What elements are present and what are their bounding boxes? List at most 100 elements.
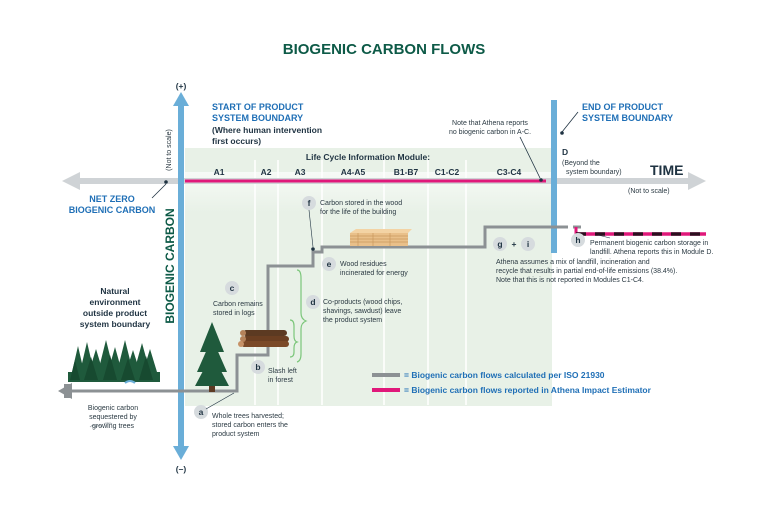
biogenic-carbon-axis bbox=[173, 92, 189, 460]
iso21930-flow-line bbox=[70, 225, 560, 393]
natural-env-line2: environment bbox=[89, 297, 140, 307]
bird-icons bbox=[89, 422, 113, 428]
sequestered-label: Biogenic carbon sequestered by growing t… bbox=[88, 405, 138, 430]
time-not-to-scale: (Not to scale) bbox=[628, 188, 670, 195]
step-d-text: Co-products (wood chips, shavings, sawdu… bbox=[323, 299, 402, 324]
step-d-line2: shavings, sawdust) leave bbox=[323, 308, 401, 315]
time-axis-left-arrowhead bbox=[62, 172, 80, 190]
legend: = Biogenic carbon flows calculated per I… bbox=[372, 370, 652, 395]
step-f-dot bbox=[311, 247, 315, 251]
step-h-leader bbox=[597, 234, 611, 239]
step-d-badge bbox=[306, 295, 320, 309]
athena-note-leader bbox=[519, 136, 541, 179]
time-label: TIME bbox=[650, 162, 683, 178]
step-a-badge bbox=[194, 405, 208, 419]
sequestered-line1: Biogenic carbon bbox=[88, 405, 138, 412]
athena-note-dot bbox=[539, 178, 543, 182]
step-g-letter: g bbox=[497, 239, 502, 249]
axis-plus-label: (+) bbox=[176, 81, 187, 91]
step-a-line3: product system bbox=[212, 431, 260, 438]
end-boundary-line2: SYSTEM BOUNDARY bbox=[582, 113, 673, 123]
step-h-line1: Permanent biogenic carbon storage in bbox=[590, 240, 708, 247]
step-c-badge bbox=[225, 281, 239, 295]
vertical-not-to-scale: (Not to scale) bbox=[166, 129, 173, 171]
brace-d bbox=[296, 269, 308, 363]
step-a-letter: a bbox=[199, 407, 204, 417]
step-a-leader bbox=[205, 392, 235, 410]
natural-env-line1: Natural bbox=[100, 286, 129, 296]
module-label-a4-a5: A4-A5 bbox=[341, 167, 366, 177]
module-labels: A1 A2 A3 A4-A5 B1-B7 C1-C2 C3-C4 bbox=[214, 167, 522, 177]
step-b-badge bbox=[251, 360, 265, 374]
step-b-line1: Slash left bbox=[268, 368, 297, 375]
end-boundary-dot bbox=[560, 131, 564, 135]
vertical-axis-label: BIOGENIC CARBON bbox=[163, 208, 177, 323]
step-a-text: Whole trees harvested; stored carbon ent… bbox=[212, 413, 288, 438]
end-boundary-leader bbox=[561, 111, 579, 133]
step-h-badge bbox=[571, 233, 585, 247]
athena-mix-line2: recycle that results in partial end-of-l… bbox=[496, 268, 677, 275]
step-g-badge bbox=[493, 237, 507, 251]
net-zero-label-line2: BIOGENIC CARBON bbox=[69, 205, 156, 215]
start-boundary-line1: START OF PRODUCT bbox=[212, 102, 304, 112]
module-label-c3-c4: C3-C4 bbox=[497, 167, 522, 177]
step-d-line1: Co-products (wood chips, bbox=[323, 299, 402, 306]
module-d-note1: (Beyond the bbox=[562, 160, 600, 167]
step-d-line3: the product system bbox=[323, 317, 382, 324]
start-boundary-label: START OF PRODUCT SYSTEM BOUNDARY (Where … bbox=[212, 102, 322, 146]
vertical-axis-top-arrowhead bbox=[173, 92, 189, 106]
sequestered-line3: growing trees bbox=[92, 423, 135, 430]
step-i-badge bbox=[521, 237, 535, 251]
athena-note-line2: no biogenic carbon in A-C. bbox=[449, 129, 531, 136]
athena-mix-text: Athena assumes a mix of landfill, incine… bbox=[496, 259, 677, 284]
module-label-d: D bbox=[562, 147, 568, 157]
step-a-line1: Whole trees harvested; bbox=[212, 413, 284, 420]
step-h-line2: landfill. Athena reports this in Module … bbox=[590, 249, 713, 256]
legend-text-iso: = Biogenic carbon flows calculated per I… bbox=[404, 370, 605, 380]
step-e-badge bbox=[322, 257, 336, 271]
athena-mix-line1: Athena assumes a mix of landfill, incine… bbox=[496, 259, 650, 266]
step-e-line1: Wood residues bbox=[340, 261, 387, 268]
module-label-a2: A2 bbox=[261, 167, 272, 177]
sequestration-arrow-tail bbox=[64, 384, 70, 398]
vertical-axis-bottom-arrowhead bbox=[173, 446, 189, 460]
step-b-line2: in forest bbox=[268, 377, 293, 384]
step-b-letter: b bbox=[255, 362, 260, 372]
start-boundary-note1: (Where human intervention bbox=[212, 125, 322, 135]
time-axis-right-arrowhead bbox=[688, 172, 706, 190]
legend-text-athena: = Biogenic carbon flows reported in Athe… bbox=[404, 385, 652, 395]
step-h-letter: h bbox=[575, 235, 580, 245]
module-dividers bbox=[254, 160, 467, 405]
step-f-badge bbox=[302, 196, 316, 210]
module-label-a1: A1 bbox=[214, 167, 225, 177]
step-e-line2: incinerated for energy bbox=[340, 270, 408, 277]
step-f-line2: for the life of the building bbox=[320, 209, 396, 216]
net-zero-label-line1: NET ZERO bbox=[89, 194, 135, 204]
module-label-a3: A3 bbox=[295, 167, 306, 177]
diagram-title: BIOGENIC CARBON FLOWS bbox=[283, 41, 486, 58]
step-i-letter: i bbox=[527, 239, 529, 249]
tree-icon bbox=[195, 322, 229, 392]
lumber-icon bbox=[350, 229, 412, 246]
start-boundary-note2: first occurs) bbox=[212, 136, 261, 146]
forest-icon bbox=[68, 340, 160, 384]
step-g-i-plus: + bbox=[512, 239, 517, 249]
natural-env-line4: system boundary bbox=[80, 319, 151, 329]
natural-environment-label: Natural environment outside product syst… bbox=[80, 286, 151, 329]
module-label-b1-b7: B1-B7 bbox=[394, 167, 419, 177]
step-c-line2: stored in logs bbox=[213, 310, 255, 317]
module-header-band bbox=[185, 148, 552, 172]
module-header: Life Cycle Information Module: bbox=[306, 152, 430, 162]
athena-mix-line3: Note that this is not reported in Module… bbox=[496, 277, 644, 284]
step-a-line2: stored carbon enters the bbox=[212, 422, 288, 429]
module-panel bbox=[185, 148, 552, 406]
step-f-line1: Carbon stored in the wood bbox=[320, 200, 402, 207]
athena-note-line1: Note that Athena reports bbox=[452, 120, 528, 127]
module-label-c1-c2: C1-C2 bbox=[435, 167, 460, 177]
natural-env-line3: outside product bbox=[83, 308, 147, 318]
start-boundary-line2: SYSTEM BOUNDARY bbox=[212, 113, 303, 123]
net-zero-dot bbox=[164, 180, 168, 184]
brace-c bbox=[289, 319, 299, 358]
module-d-note2: system boundary) bbox=[566, 169, 622, 176]
